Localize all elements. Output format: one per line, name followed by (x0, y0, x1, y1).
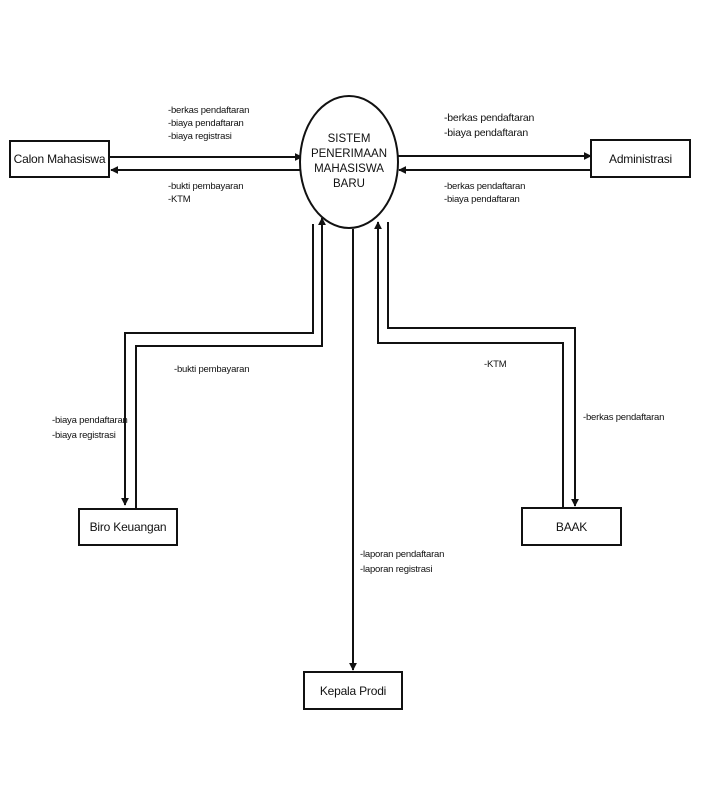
flow-sistem-to-baak (387, 222, 579, 507)
entity-kepala-prodi-label: Kepala Prodi (319, 683, 387, 698)
label-baak-to-sistem: -KTM (484, 359, 507, 370)
label-sistem-to-biro: -biaya pendaftaran -biaya registrasi (52, 415, 128, 441)
entity-kepala-prodi[interactable]: Kepala Prodi (303, 671, 403, 710)
label-calon-to-sistem: -berkas pendaftaran -biaya pendaftaran -… (168, 105, 250, 142)
flow-baak-to-sistem (374, 221, 564, 508)
label-sistem-to-baak: -berkas pendaftaran (583, 412, 665, 423)
entity-calon-mahasiswa-label: Calon Mahasiswa (13, 152, 106, 166)
flow-biro-to-sistem (135, 217, 326, 508)
label-sistem-to-administrasi: -berkas pendaftaran -biaya pendaftaran (444, 112, 535, 139)
process-name-line-1: SISTEM (327, 133, 371, 145)
entity-baak-label: BAAK (555, 519, 588, 534)
process-name-line-3: MAHASISWA BARU (314, 163, 384, 190)
label-biro-to-sistem: -bukti pembayaran (174, 364, 250, 375)
entity-biro-keuangan-label: Biro Keuangan (89, 520, 167, 534)
label-sistem-to-kepala: -laporan pendaftaran -laporan registrasi (360, 549, 445, 575)
entity-administrasi-label: Administrasi (609, 151, 672, 166)
entity-calon-mahasiswa[interactable]: Calon Mahasiswa (9, 140, 110, 178)
entity-administrasi[interactable]: Administrasi (590, 139, 691, 178)
flow-sistem-to-biro (121, 224, 314, 506)
process-name-line-2: PENERIMAAN (310, 148, 388, 160)
label-administrasi-to-sistem: -berkas pendaftaran -biaya pendaftaran (444, 181, 526, 205)
label-sistem-to-calon: -bukti pembayaran -KTM (168, 181, 244, 205)
entity-biro-keuangan[interactable]: Biro Keuangan (78, 508, 178, 546)
process-sistem-penerimaan[interactable]: SISTEM PENERIMAAN MAHASISWA BARU (299, 95, 399, 229)
entity-baak[interactable]: BAAK (521, 507, 622, 546)
